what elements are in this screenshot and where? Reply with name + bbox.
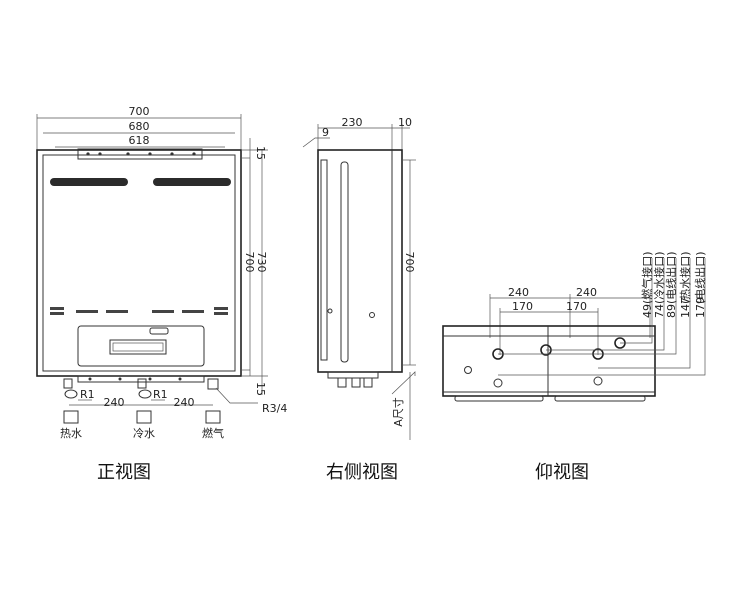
front-view-title: 正视图	[97, 462, 151, 483]
offset-label-gas: (燃气接口)	[640, 251, 654, 304]
bottom-dim-170-right: 170	[566, 300, 587, 313]
label-gas: 燃气	[202, 426, 224, 440]
bottom-body-outline	[442, 325, 656, 397]
hot-water-box	[63, 410, 79, 424]
hot-water-connector	[63, 378, 73, 389]
front-dim-height-700: 700	[243, 252, 256, 273]
power-button	[149, 327, 169, 335]
front-pipe-dim-left: 240	[104, 396, 125, 409]
cold-water-connector	[137, 378, 147, 389]
front-dim-680: 680	[129, 120, 150, 133]
side-dim-height: 700	[403, 252, 416, 273]
vent-slot-left	[50, 178, 128, 186]
front-view: 700 680 618	[36, 105, 287, 483]
side-view-title: 右侧视图	[326, 462, 398, 483]
wire-port-left	[493, 378, 503, 388]
side-view: 230 10 9 700 A尺寸 右侧视图	[302, 116, 416, 483]
lower-vent-row	[50, 307, 228, 315]
vent-slot-right	[153, 178, 231, 186]
label-cold-water: 冷水	[133, 427, 155, 440]
side-dim-a: A尺寸	[391, 397, 405, 427]
port-small	[464, 366, 472, 374]
side-body-outline	[317, 149, 403, 373]
offset-179: 179	[694, 297, 707, 318]
front-dim-height-730: 730	[255, 252, 268, 273]
bottom-dim-240-left: 240	[508, 286, 529, 299]
side-dim-front: 10	[398, 116, 412, 129]
bottom-view: 240 240 170 170 49 74 89 147 179	[442, 251, 707, 483]
offset-label-wire-1: (电线出口)	[664, 251, 678, 304]
side-dim-offset: 9	[322, 126, 329, 139]
label-hot-water: 热水	[60, 427, 82, 440]
cold-water-box	[136, 410, 152, 424]
gas-connector	[207, 378, 219, 390]
front-pipe-dim-right: 240	[174, 396, 195, 409]
offset-147: 147	[679, 297, 692, 318]
front-dim-top-15: 15	[254, 146, 267, 160]
gas-box	[205, 410, 221, 424]
offset-89: 89	[665, 304, 678, 318]
offset-label-wire-2: (电线出口)	[693, 251, 707, 304]
front-dim-618: 618	[129, 134, 150, 147]
side-duct	[340, 161, 349, 363]
mounting-bracket	[77, 148, 203, 160]
r1-left-label: R1	[80, 388, 95, 401]
bottom-dim-170-left: 170	[512, 300, 533, 313]
offset-label-cold: (冷水接口)	[653, 251, 666, 304]
bottom-dim-240-right: 240	[576, 286, 597, 299]
wire-port-right	[593, 376, 603, 386]
offset-label-hot: (热水接口)	[679, 251, 692, 304]
side-dim-depth: 230	[342, 116, 363, 129]
bottom-view-title: 仰视图	[535, 462, 589, 483]
display-window	[109, 339, 167, 355]
front-dim-700: 700	[129, 105, 150, 118]
front-dim-bottom-15: 15	[254, 382, 267, 396]
side-rail-left	[320, 159, 328, 361]
offset-49: 49	[641, 304, 654, 318]
gas-thread-label: R3/4	[262, 402, 287, 415]
front-body-inner	[42, 154, 236, 372]
r1-right-label: R1	[153, 388, 168, 401]
control-panel	[77, 325, 205, 367]
offset-74: 74	[653, 304, 666, 318]
